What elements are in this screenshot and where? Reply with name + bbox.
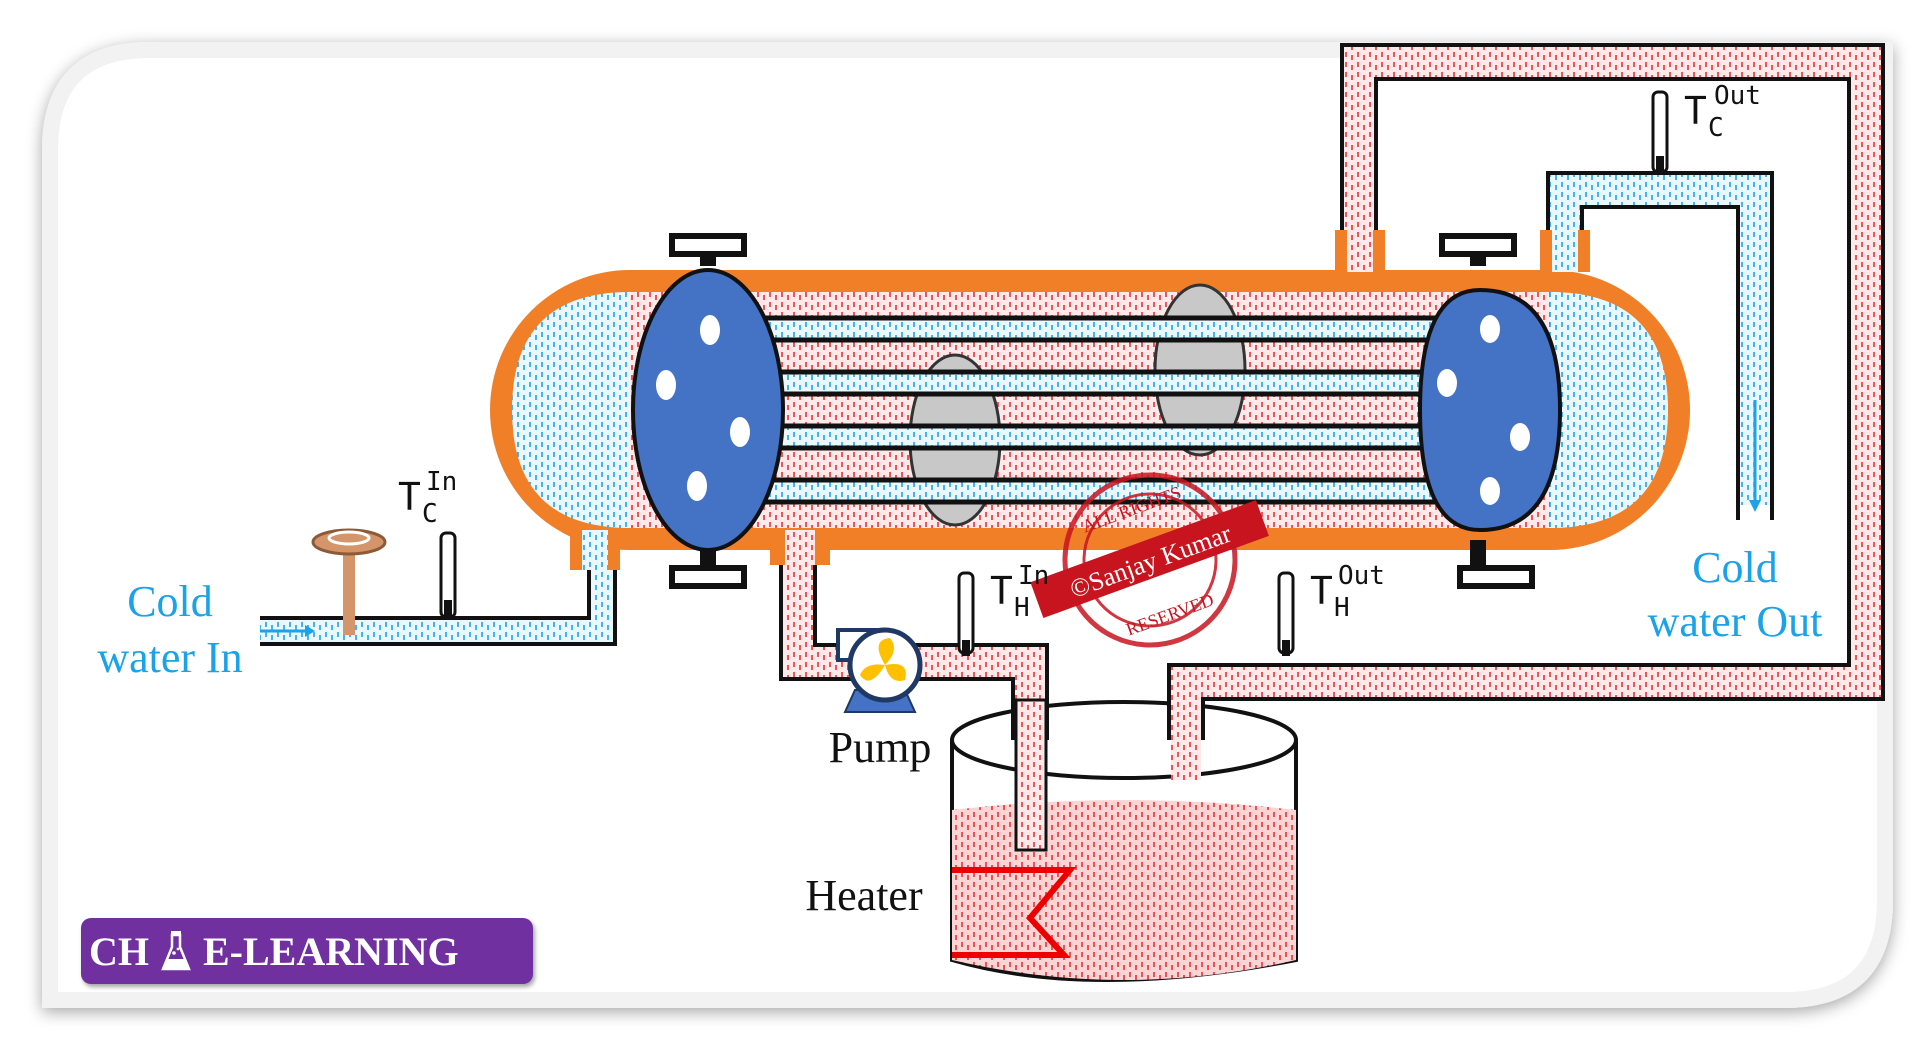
cold-in-label: Cold [127, 577, 213, 626]
svg-text:Out: Out [1338, 561, 1385, 591]
tc-out-label: T Out C [1684, 81, 1761, 143]
th-out-label: T Out H [1310, 561, 1385, 623]
cold-out-label: water Out [1648, 597, 1823, 646]
svg-text:T: T [990, 569, 1013, 613]
thermometer-tc-out-icon [1651, 90, 1669, 174]
heater-tank [950, 680, 1298, 982]
cold-out-arrow-icon [1749, 400, 1761, 512]
svg-text:T: T [398, 475, 421, 519]
heater-coil-icon [952, 867, 1077, 958]
svg-text:T: T [1310, 569, 1333, 613]
tc-in-label: T In C [398, 467, 457, 529]
heater-label: Heater [805, 871, 923, 920]
cold-in-arrow-icon [260, 625, 315, 637]
svg-text:In: In [1018, 561, 1049, 591]
thermometer-tc-in-icon [439, 531, 457, 619]
svg-text:H: H [1334, 593, 1350, 623]
brand-badge[interactable]: CH E-LEARNING [81, 918, 533, 984]
thermometer-th-in-icon [957, 571, 975, 656]
cold-out-label: Cold [1692, 543, 1778, 592]
badge-left-text: CH [89, 928, 149, 974]
cold-inlet-line [260, 570, 617, 646]
svg-text:In: In [426, 467, 457, 497]
badge-right-text: E-LEARNING [203, 928, 459, 974]
cold-in-label: water In [97, 633, 242, 682]
pump-icon[interactable] [836, 627, 923, 713]
svg-text:Out: Out [1714, 81, 1761, 111]
tube-sheet-right [1417, 233, 1563, 589]
thermometer-th-out-icon [1277, 571, 1295, 656]
svg-text:T: T [1684, 89, 1707, 133]
svg-text:H: H [1014, 593, 1030, 623]
svg-text:C: C [422, 499, 438, 529]
flask-icon [161, 931, 191, 971]
pump-label: Pump [829, 723, 932, 772]
th-in-label: T In H [990, 561, 1049, 623]
tube-sheet-left [631, 233, 785, 589]
inlet-valve-icon[interactable] [311, 528, 387, 635]
svg-text:C: C [1708, 113, 1724, 143]
